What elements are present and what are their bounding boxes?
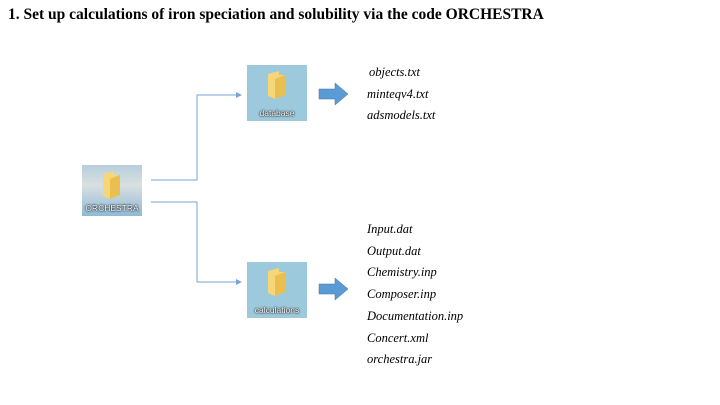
arrow-right-icon — [318, 277, 349, 301]
calculations-file-list: Input.dat Output.dat Chemistry.inp Compo… — [367, 219, 463, 371]
file-item: minteqv4.txt — [367, 86, 429, 101]
file-item: Documentation.inp — [367, 308, 464, 323]
folder-icon — [268, 71, 285, 99]
file-item: objects.txt — [369, 65, 421, 79]
file-item: Input.dat — [367, 222, 413, 236]
file-item: Chemistry.inp — [367, 265, 437, 280]
database-folder[interactable]: database — [247, 65, 307, 121]
page-title: 1. Set up calculations of iron speciatio… — [8, 6, 544, 23]
orchestra-folder[interactable]: ORCHESTRA — [82, 165, 142, 216]
file-item: Output.dat — [367, 243, 421, 258]
folder-label: ORCHESTRA — [85, 203, 139, 213]
folder-label: calculations — [254, 305, 300, 315]
arrow-right-icon — [318, 82, 349, 106]
connector-to-calculations — [151, 201, 242, 285]
folder-icon — [103, 171, 120, 199]
database-file-list: objects.txt minteqv4.txt adsmodels.txt — [367, 62, 435, 127]
connector-to-database — [151, 92, 242, 181]
file-item: adsmodels.txt — [367, 108, 436, 123]
folder-icon — [268, 268, 285, 296]
file-item: Composer.inp — [367, 287, 437, 302]
file-item: orchestra.jar — [367, 352, 433, 367]
folder-label: database — [259, 108, 295, 118]
calculations-folder[interactable]: calculations — [247, 262, 307, 318]
file-item: Concert.xml — [367, 330, 429, 345]
